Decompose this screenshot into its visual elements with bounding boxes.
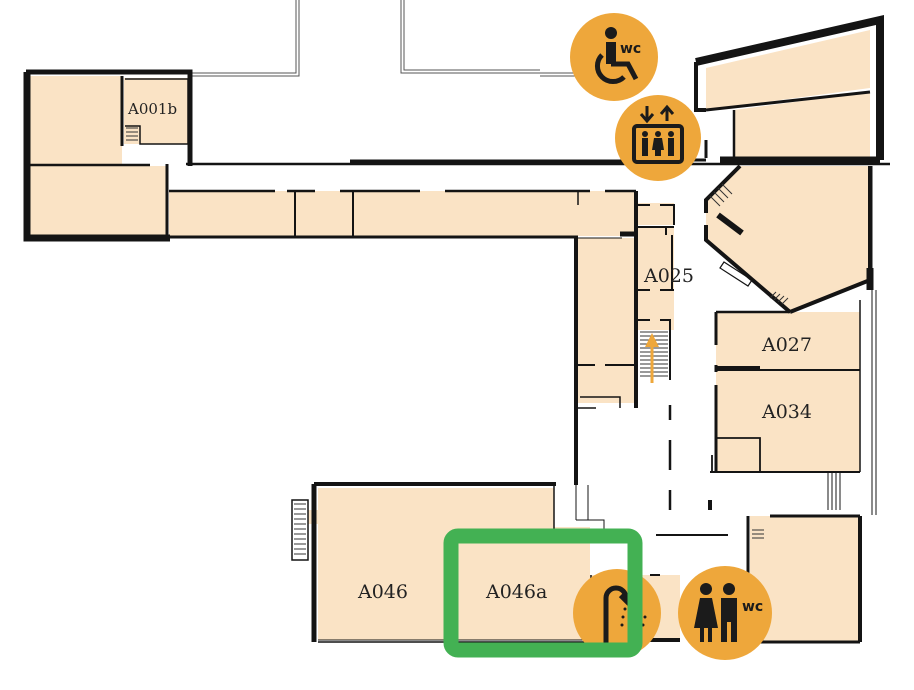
stairs <box>126 127 789 555</box>
room-label-a025: A025 <box>643 265 694 287</box>
accessible-wc-icon[interactable]: wc <box>570 13 658 101</box>
elevator-icon[interactable] <box>615 95 701 181</box>
room-label-a046a: A046a <box>485 581 547 603</box>
wc-label: wc <box>742 599 763 615</box>
room-highlight-a046a[interactable] <box>443 528 643 658</box>
room-label-a027: A027 <box>761 334 812 356</box>
room-fills <box>30 30 870 642</box>
wc-icon[interactable]: wc <box>678 566 772 660</box>
accessible-wc-label: wc <box>620 41 641 57</box>
room-label-a034: A034 <box>761 401 812 423</box>
stairs-up-arrow-icon <box>645 333 659 383</box>
room-label-a001b: A001b <box>127 100 177 118</box>
room-labels: A001b A025 A027 A034 A046 A046a <box>127 100 812 603</box>
room-label-a046: A046 <box>357 581 408 603</box>
